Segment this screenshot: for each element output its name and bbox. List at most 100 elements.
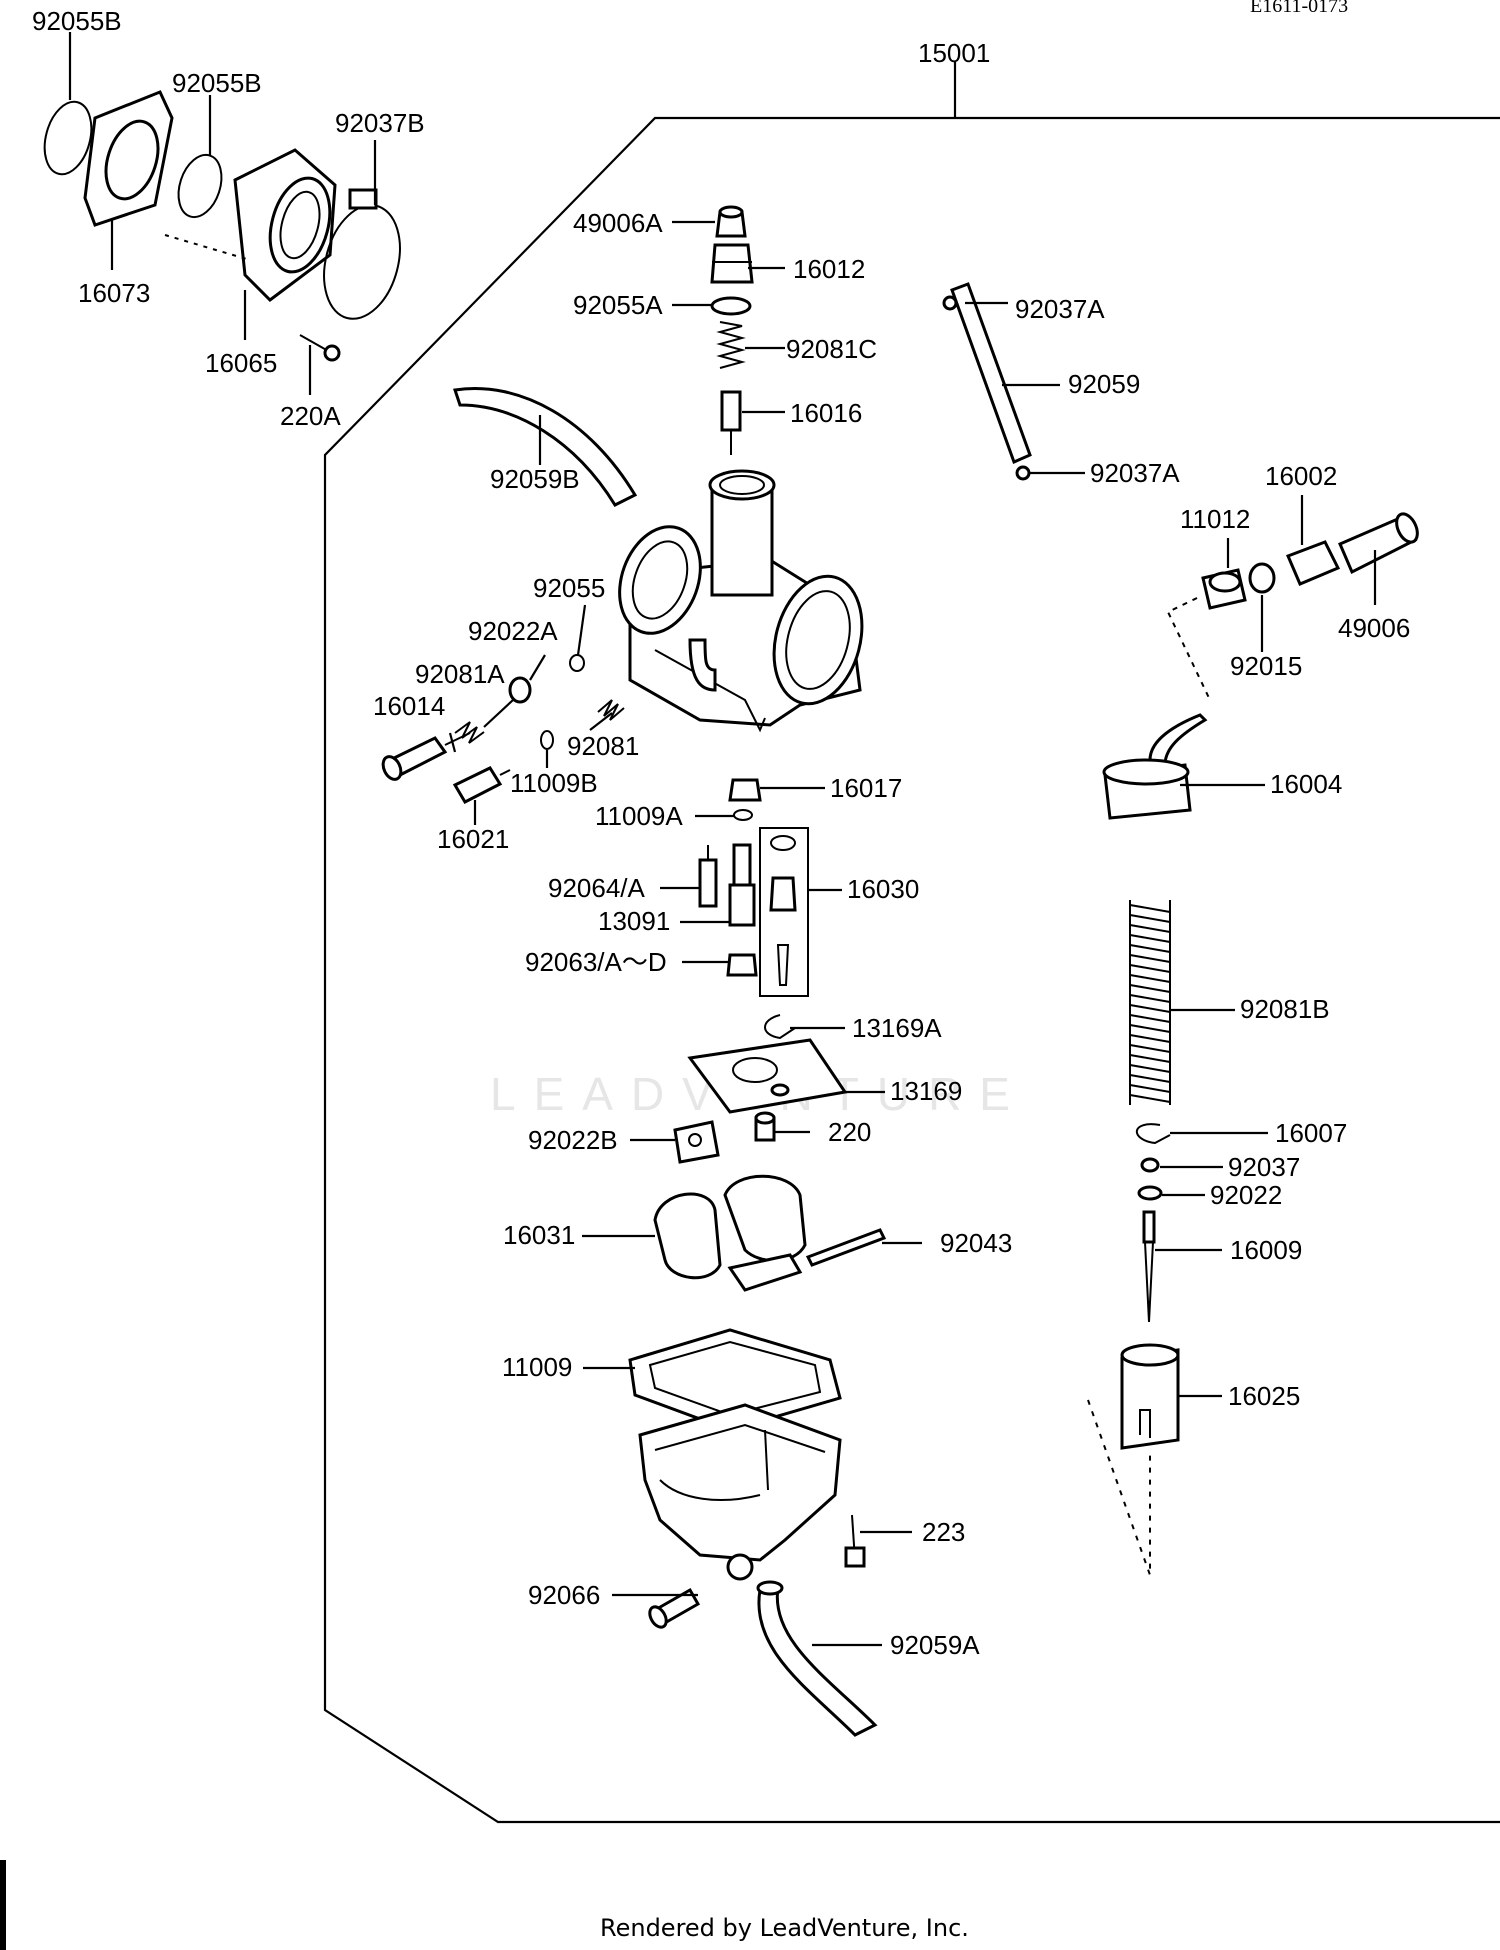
label-13169A: 13169A xyxy=(852,1013,942,1043)
edge-marker xyxy=(0,1860,6,1950)
label-92037B: 92037B xyxy=(335,108,425,138)
label-92081C: 92081C xyxy=(786,334,877,364)
o-ring-92055B-outer xyxy=(43,100,93,176)
label-11009A: 11009A xyxy=(595,801,683,831)
drain-screw-92066 xyxy=(648,1587,701,1629)
label-220A: 220A xyxy=(280,401,341,431)
label-92043: 92043 xyxy=(940,1228,1012,1258)
adjuster-16002 xyxy=(1286,540,1341,586)
label-16030: 16030 xyxy=(847,874,919,904)
label-13091: 13091 xyxy=(598,906,670,936)
label-16025: 16025 xyxy=(1228,1381,1300,1411)
needle-clip-16007 xyxy=(1135,1123,1171,1145)
label-92037: 92037 xyxy=(1228,1152,1300,1182)
label-92059: 92059 xyxy=(1068,369,1140,399)
spring-92081C xyxy=(716,321,746,369)
drain-hose-92059A xyxy=(756,1580,878,1737)
carburetor-body xyxy=(618,469,864,733)
screw-220 xyxy=(754,1111,776,1142)
label-92015: 92015 xyxy=(1230,651,1302,681)
label-92081B: 92081B xyxy=(1240,994,1330,1024)
ring-92015 xyxy=(1248,562,1276,594)
label-16031: 16031 xyxy=(503,1220,575,1250)
assembly-boundary xyxy=(323,116,1500,1824)
clip-13169A xyxy=(764,1014,796,1040)
label-92037A-top: 92037A xyxy=(1015,294,1105,324)
label-11012: 11012 xyxy=(1180,504,1250,534)
label-92022: 92022 xyxy=(1210,1180,1282,1210)
gasket-11009 xyxy=(628,1328,842,1432)
intake-pipe-16065 xyxy=(233,148,337,302)
gasket-16073 xyxy=(83,90,174,227)
washer-92022 xyxy=(1137,1185,1163,1201)
label-92066: 92066 xyxy=(528,1580,600,1610)
o-ring-11009A xyxy=(733,809,753,821)
label-16017: 16017 xyxy=(830,773,902,803)
o-ring-11009B xyxy=(540,730,554,750)
screw-220A xyxy=(299,334,341,362)
clamp-92037B xyxy=(323,188,401,320)
pilot-screw-16014 xyxy=(381,732,471,781)
tube-92059 xyxy=(942,282,1032,481)
label-16004: 16004 xyxy=(1270,769,1342,799)
hose-92059B xyxy=(453,387,638,507)
label-223: 223 xyxy=(922,1517,965,1547)
main-jet-92063 xyxy=(726,953,758,977)
adjuster-16012 xyxy=(710,243,754,284)
label-92037A-bottom: 92037A xyxy=(1090,458,1180,488)
label-16016: 16016 xyxy=(790,398,862,428)
label-92059A: 92059A xyxy=(890,1630,980,1660)
jet-holder-16016 xyxy=(720,390,742,455)
o-ring-92055 xyxy=(569,654,585,672)
label-92055B-inner: 92055B xyxy=(172,68,262,98)
label-16002: 16002 xyxy=(1265,461,1337,491)
float-16031 xyxy=(653,1174,807,1292)
pilot-jet-92064 xyxy=(698,845,718,908)
pin-92043 xyxy=(805,1228,887,1267)
label-16007: 16007 xyxy=(1275,1118,1347,1148)
washer-92055A xyxy=(710,296,752,316)
washer-92022A xyxy=(508,676,532,704)
top-cap-16004 xyxy=(1102,713,1208,820)
label-49006: 49006 xyxy=(1338,613,1410,643)
spring-92081 xyxy=(597,699,625,721)
label-92063: 92063/A～D xyxy=(525,947,667,977)
jet-16021 xyxy=(452,766,511,804)
label-220: 220 xyxy=(828,1117,871,1147)
label-16012: 16012 xyxy=(793,254,865,284)
label-92081: 92081 xyxy=(567,731,639,761)
label-92064A: 92064/A xyxy=(548,873,646,903)
label-11009: 11009 xyxy=(502,1352,572,1382)
label-16014: 16014 xyxy=(373,691,445,721)
footer-credit: Rendered by LeadVenture, Inc. xyxy=(600,1914,969,1942)
label-15001: 15001 xyxy=(918,38,990,68)
label-16021: 16021 xyxy=(437,824,509,854)
leader-lines xyxy=(68,32,1377,1647)
label-92055: 92055 xyxy=(533,573,605,603)
o-ring-92055B-inner xyxy=(177,153,223,219)
label-49006A: 49006A xyxy=(573,208,663,238)
label-92055A: 92055A xyxy=(573,290,663,320)
holder-92022B xyxy=(673,1120,720,1164)
label-92059B: 92059B xyxy=(490,464,580,494)
label-16073: 16073 xyxy=(78,278,150,308)
screw-223 xyxy=(844,1514,866,1568)
part-labels: 92055B 92055B 92037B 16073 16065 220A 15… xyxy=(32,6,1410,1660)
needle-jet-13091 xyxy=(728,843,756,927)
label-16009: 16009 xyxy=(1230,1235,1302,1265)
label-92022A: 92022A xyxy=(468,616,558,646)
label-92081A: 92081A xyxy=(415,659,505,689)
label-13169: 13169 xyxy=(890,1076,962,1106)
reference-code: E1611-0173 xyxy=(1250,0,1348,17)
nut-11012 xyxy=(1201,568,1247,610)
throttle-valve-16025 xyxy=(1120,1343,1180,1450)
float-valve-kit-16030 xyxy=(759,827,809,997)
jet-needle-16009 xyxy=(1142,1210,1156,1323)
cap-49006A xyxy=(715,205,747,238)
plug-16017 xyxy=(728,778,762,802)
label-11009B: 11009B xyxy=(510,768,598,798)
float-bowl xyxy=(638,1403,842,1581)
label-92055B-outer: 92055B xyxy=(32,6,122,36)
spring-92081B xyxy=(1129,900,1171,1105)
